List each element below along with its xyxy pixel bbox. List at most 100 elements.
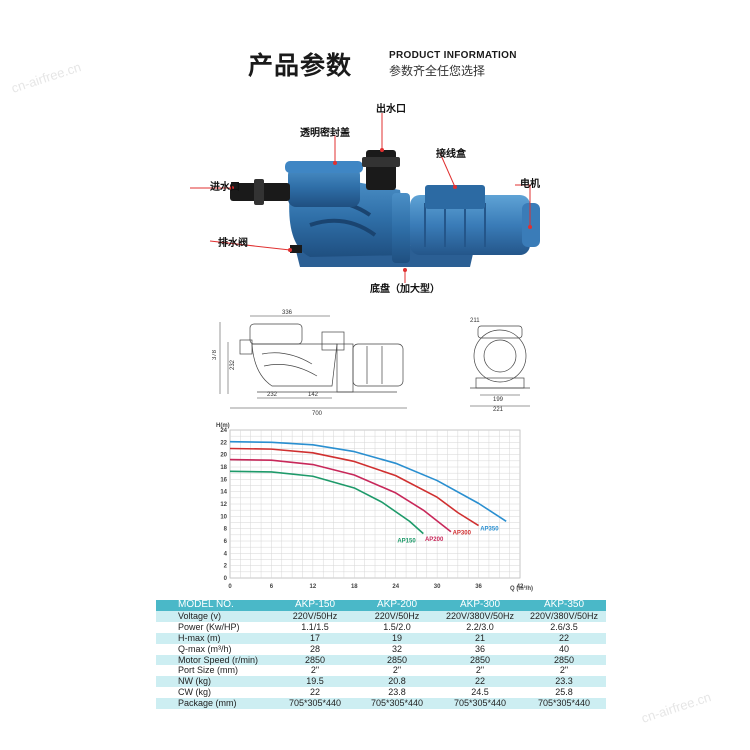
dim-142: 142 — [308, 392, 319, 398]
dim-211: 211 — [470, 318, 480, 324]
dim-700: 700 — [312, 411, 323, 416]
table-header-cell: MODEL NO. — [156, 600, 274, 611]
page-title-english: PRODUCT INFORMATION — [389, 50, 517, 61]
y-tick-label: 6 — [224, 539, 228, 545]
y-tick-label: 8 — [224, 527, 228, 533]
table-cell: 2" — [356, 665, 438, 677]
table-row-label: NW (kg) — [156, 676, 274, 688]
series-line-ap300 — [229, 447, 479, 527]
series-label-ap300: AP300 — [453, 531, 472, 537]
table-cell: 705*305*440 — [522, 698, 606, 710]
table-cell: 21 — [438, 632, 522, 644]
table-cell: 2850 — [356, 654, 438, 666]
y-tick-label: 10 — [220, 514, 227, 520]
table-cell: 19 — [356, 632, 438, 644]
callout-junction-box: 接线盒 — [436, 149, 466, 160]
x-axis-ticks: 0 6 12 18 24 30 36 42 — [228, 584, 524, 590]
table-cell: 2" — [522, 665, 606, 677]
pump-illustration — [190, 113, 540, 283]
table-cell: 25.8 — [522, 687, 606, 699]
spec-table: MODEL NO. AKP-150 AKP-200 AKP-300 AKP-35… — [156, 600, 606, 710]
table-cell: 220V/380V/50Hz — [522, 610, 606, 622]
y-axis-label: H(m) — [216, 423, 230, 429]
table-cell: 2.6/3.5 — [522, 621, 606, 633]
x-tick-label: 36 — [475, 584, 482, 590]
dim-378: 378 — [212, 349, 218, 360]
x-tick-label: 18 — [351, 584, 358, 590]
dim-336: 336 — [282, 310, 293, 316]
x-tick-label: 12 — [310, 584, 317, 590]
series-label-ap150: AP150 — [397, 539, 416, 545]
callout-lid: 透明密封盖 — [300, 128, 350, 139]
y-tick-label: 22 — [220, 440, 227, 446]
table-row-label: CW (kg) — [156, 687, 274, 699]
dim-221: 221 — [493, 407, 504, 412]
callout-motor: 电机 — [520, 179, 540, 190]
table-cell: 1.5/2.0 — [356, 621, 438, 633]
table-row: Port Size (mm)2"2"2"2" — [156, 665, 606, 677]
table-cell: 17 — [274, 632, 356, 644]
y-tick-label: 14 — [220, 490, 227, 496]
callout-drain-valve: 排水阀 — [218, 238, 248, 249]
x-tick-label: 42 — [517, 584, 524, 590]
table-cell: 2" — [274, 665, 356, 677]
chart-series — [229, 440, 507, 535]
callout-inlet: 进水口 — [210, 182, 240, 193]
x-tick-label: 24 — [392, 584, 399, 590]
series-line-ap350 — [229, 440, 507, 522]
table-row-label: Package (mm) — [156, 698, 274, 710]
table-cell: 2.2/3.0 — [438, 621, 522, 633]
dim-199: 199 — [493, 397, 504, 403]
table-row-label: H-max (m) — [156, 632, 274, 644]
x-tick-label: 30 — [434, 584, 441, 590]
table-cell: 2850 — [522, 654, 606, 666]
callout-outlet: 出水口 — [376, 104, 406, 115]
y-tick-label: 2 — [224, 564, 228, 570]
page-subtitle: 参数齐全任您选择 — [389, 64, 486, 78]
table-cell: 23.8 — [356, 687, 438, 699]
y-tick-label: 12 — [220, 502, 227, 508]
table-header-cell: AKP-150 — [274, 600, 356, 611]
table-cell: 22 — [522, 632, 606, 644]
dim-232-horizontal: 232 — [267, 392, 278, 398]
table-cell: 32 — [356, 643, 438, 655]
watermark: cn-airfree.cn — [639, 689, 713, 726]
table-cell: 1.1/1.5 — [274, 621, 356, 633]
table-cell: 22 — [438, 676, 522, 688]
x-tick-label: 6 — [270, 584, 274, 590]
table-cell: 22 — [274, 687, 356, 699]
table-cell: 2850 — [274, 654, 356, 666]
table-header-cell: AKP-350 — [522, 600, 606, 611]
table-header-row: MODEL NO. AKP-150 AKP-200 AKP-300 AKP-35… — [156, 600, 606, 611]
series-label-ap350: AP350 — [480, 526, 499, 532]
table-row-label: Motor Speed (r/min) — [156, 654, 274, 666]
table-cell: 220V/380V/50Hz — [438, 610, 522, 622]
table-cell: 36 — [438, 643, 522, 655]
table-row-label: Power (Kw/HP) — [156, 621, 274, 633]
table-cell: 705*305*440 — [438, 698, 522, 710]
table-cell: 2850 — [438, 654, 522, 666]
series-line-ap200 — [229, 458, 452, 533]
side-view-drawing: 336 378 232 232 142 700 — [212, 310, 407, 416]
table-cell: 2" — [438, 665, 522, 677]
y-tick-label: 0 — [224, 576, 228, 582]
page-title: 产品参数 — [248, 51, 353, 80]
table-cell: 705*305*440 — [356, 698, 438, 710]
table-row-label: Q-max (m³/h) — [156, 643, 274, 655]
front-view-drawing: 211 199 221 — [470, 318, 530, 412]
table-row-label: Port Size (mm) — [156, 665, 274, 677]
watermark: cn-airfree.cn — [9, 59, 83, 96]
x-tick-label: 0 — [228, 584, 232, 590]
table-cell: 220V/50Hz — [356, 610, 438, 622]
table-cell: 19.5 — [274, 676, 356, 688]
y-tick-label: 18 — [220, 465, 227, 471]
